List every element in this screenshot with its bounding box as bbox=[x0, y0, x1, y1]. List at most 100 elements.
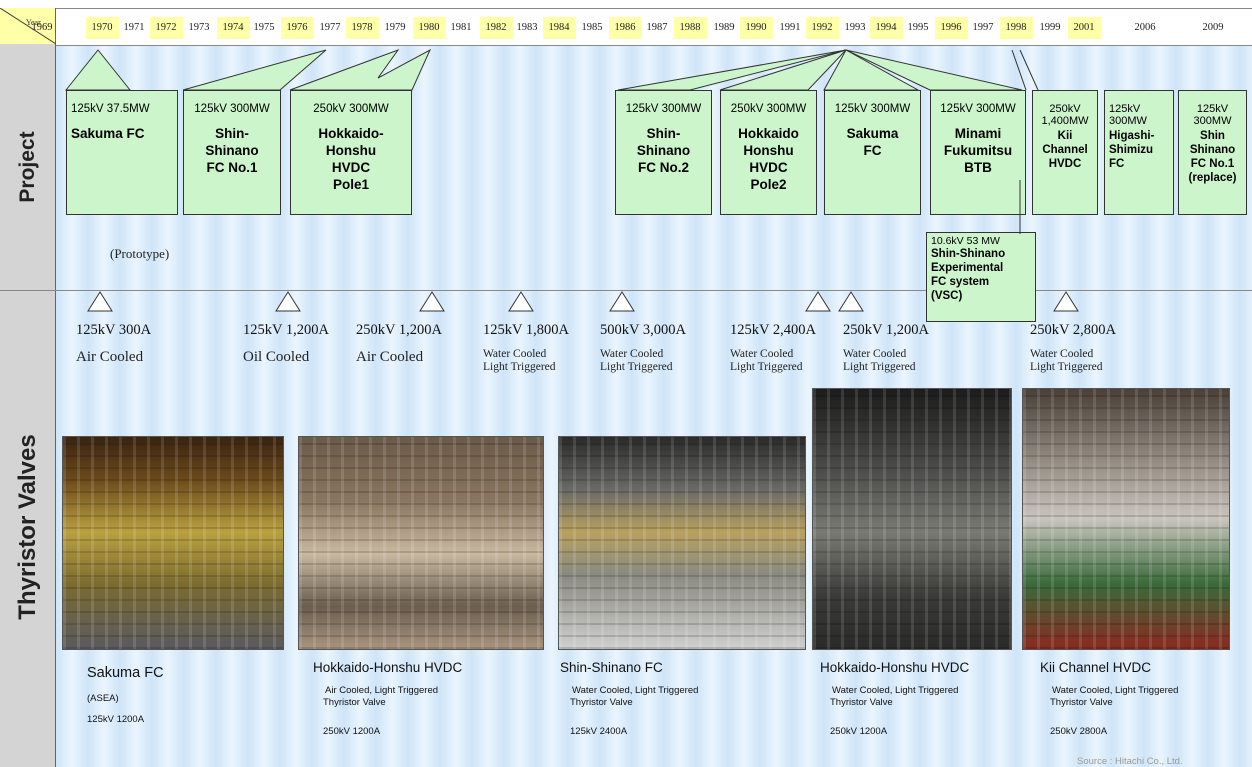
vsc-name: Shin-Shinano Experimental FC system (VSC… bbox=[931, 248, 1006, 302]
year-1998: 1998 bbox=[999, 17, 1033, 39]
valve-rating: 125kV 1,800A bbox=[483, 322, 569, 338]
year-1980: 1980 bbox=[412, 17, 446, 39]
valve-marker-triangle bbox=[609, 291, 635, 312]
project-sidebar: Project bbox=[0, 44, 56, 290]
year-1994: 1994 bbox=[869, 17, 903, 39]
project-spec: 125kV 300MW bbox=[194, 103, 270, 115]
year-1975: 1975 bbox=[253, 22, 275, 33]
photo-title: Sakuma FC bbox=[87, 665, 164, 681]
callout-pointers bbox=[64, 48, 1039, 91]
valve-cooling: Oil Cooled bbox=[243, 349, 310, 365]
project-box: 125kV 300MW Shin- Shinano FC No.2 bbox=[615, 90, 712, 215]
project-name: Shin- Shinano FC No.2 bbox=[636, 126, 691, 175]
valve-rating: 250kV 1,200A bbox=[843, 322, 929, 338]
project-name: Minami Fukumitsu BTB bbox=[943, 126, 1013, 175]
photo-title: Hokkaido-Honshu HVDC bbox=[820, 660, 970, 675]
source-note: Source : Hitachi Co., Ltd. bbox=[1077, 756, 1183, 767]
year-1999: 1999 bbox=[1039, 22, 1061, 33]
valve-cooling: Air Cooled bbox=[76, 349, 144, 365]
valve-marker-triangle bbox=[838, 291, 864, 312]
year-1993: 1993 bbox=[844, 22, 866, 33]
vsc-pointer bbox=[1019, 180, 1021, 234]
photo-desc-line1: (ASEA) bbox=[87, 693, 119, 704]
photo-desc-line2: Thyristor Valve bbox=[570, 697, 633, 708]
year-1997: 1997 bbox=[972, 22, 994, 33]
year-1969: 1969 bbox=[31, 22, 53, 33]
photo-rating: 125kV 1200A bbox=[87, 714, 145, 725]
valve-cooling: Water Cooled Light Triggered bbox=[730, 348, 803, 373]
project-spec: 250kV 1,400MW bbox=[1041, 103, 1089, 127]
valve-photo bbox=[1022, 388, 1230, 650]
year-1971: 1971 bbox=[123, 22, 145, 33]
project-spec: 125kV 300MW bbox=[625, 103, 702, 115]
year-1974: 1974 bbox=[216, 17, 250, 39]
vsc-spec: 10.6kV 53 MW bbox=[931, 235, 1000, 247]
year-2009: 2009 bbox=[1202, 22, 1224, 33]
photo-desc-line2: Thyristor Valve bbox=[1050, 697, 1113, 708]
year-1983: 1983 bbox=[516, 22, 538, 33]
valve-marker-triangle bbox=[1053, 291, 1079, 312]
photo-texture bbox=[559, 437, 805, 649]
valve-rating: 125kV 2,400A bbox=[730, 322, 816, 338]
valve-rating: 250kV 2,800A bbox=[1030, 322, 1116, 338]
project-name: Sakuma FC bbox=[71, 126, 145, 141]
valve-photo bbox=[298, 436, 544, 650]
valve-markers bbox=[87, 291, 1079, 312]
valve-marker-triangle bbox=[419, 291, 445, 312]
valve-cooling: Water Cooled Light Triggered bbox=[1030, 348, 1103, 373]
year-1996: 1996 bbox=[934, 17, 968, 39]
year-corner-label: Year bbox=[26, 18, 41, 27]
valves-section-label: Thyristor Valves bbox=[14, 434, 41, 620]
photo-rating: 250kV 2800A bbox=[1050, 726, 1108, 737]
photo-title: Shin-Shinano FC bbox=[560, 660, 663, 675]
corner-diagonal bbox=[0, 8, 56, 44]
valve-cooling: Air Cooled bbox=[356, 349, 424, 365]
project-spec: 250kV 300MW bbox=[730, 103, 807, 115]
photo-texture bbox=[299, 437, 543, 649]
year-1992: 1992 bbox=[805, 17, 839, 39]
project-name: Shin- Shinano FC No.1 bbox=[205, 126, 259, 175]
year-1990: 1990 bbox=[739, 17, 773, 39]
year-2001: 2001 bbox=[1067, 17, 1101, 39]
valve-rating: 500kV 3,000A bbox=[600, 322, 686, 338]
year-1987: 1987 bbox=[646, 22, 668, 33]
photo-rating: 250kV 1200A bbox=[323, 726, 381, 737]
project-box: 250kV 1,400MW Kii Channel HVDC bbox=[1032, 90, 1098, 215]
valve-rating: 250kV 1,200A bbox=[356, 322, 442, 338]
year-1979: 1979 bbox=[384, 22, 406, 33]
project-name: Kii Channel HVDC bbox=[1042, 130, 1088, 170]
photo-desc-line1: Water Cooled, Light Triggered bbox=[572, 685, 699, 696]
valve-photo bbox=[558, 436, 806, 650]
photo-texture bbox=[1023, 389, 1229, 649]
year-1970: 1970 bbox=[85, 17, 119, 39]
project-box: 125kV 300MW Shin- Shinano FC No.1 bbox=[183, 90, 281, 215]
year-1978: 1978 bbox=[345, 17, 379, 39]
photo-desc-line2: Thyristor Valve bbox=[830, 697, 893, 708]
valve-marker-triangle bbox=[805, 291, 831, 312]
valve-photo bbox=[812, 388, 1012, 650]
year-1976: 1976 bbox=[280, 17, 314, 39]
year-1981: 1981 bbox=[450, 22, 472, 33]
photo-rating: 250kV 1200A bbox=[830, 726, 888, 737]
section-divider bbox=[0, 290, 1252, 291]
year-1995: 1995 bbox=[907, 22, 929, 33]
year-1985: 1985 bbox=[581, 22, 603, 33]
prototype-note: (Prototype) bbox=[110, 246, 170, 261]
photo-desc-line1: Water Cooled, Light Triggered bbox=[832, 685, 959, 696]
valve-rating: 125kV 300A bbox=[76, 322, 152, 338]
year-1977: 1977 bbox=[319, 22, 341, 33]
project-spec: 125kV 300MW bbox=[834, 103, 911, 115]
photo-desc-line1: Air Cooled, Light Triggered bbox=[325, 685, 439, 696]
year-1991: 1991 bbox=[779, 22, 801, 33]
year-1986: 1986 bbox=[608, 17, 642, 39]
valve-marker-triangle bbox=[87, 291, 113, 312]
project-name: Hokkaido- Honshu HVDC Pole1 bbox=[318, 126, 384, 192]
photo-rating: 125kV 2400A bbox=[570, 726, 628, 737]
year-2006: 2006 bbox=[1134, 22, 1156, 33]
